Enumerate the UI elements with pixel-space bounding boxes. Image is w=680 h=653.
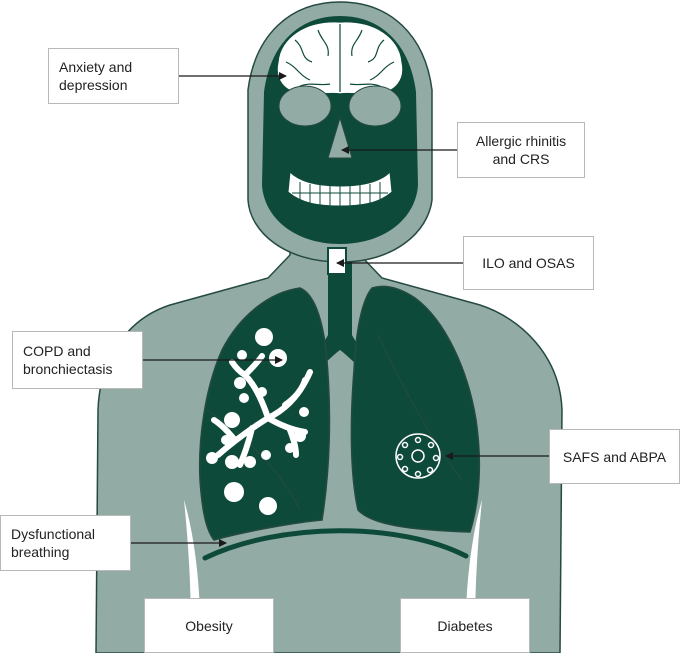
right-lung	[350, 285, 481, 533]
airway-cysts	[206, 328, 309, 515]
diaphragm	[202, 528, 469, 561]
diabetes-label: Diabetes	[400, 598, 530, 653]
brain-folds	[285, 24, 395, 92]
pointer-arrows	[131, 72, 549, 547]
copd-bronchiectasis-label: COPD and bronchiectasis	[12, 331, 143, 389]
teeth-lines	[292, 182, 388, 206]
safs-abpa-label: SAFS and ABPA	[549, 429, 680, 484]
anxiety-depression-label: Anxiety and depression	[48, 48, 179, 104]
left-lung-fissure	[205, 409, 301, 511]
allergic-rhinitis-label: Allergic rhinitis and CRS	[457, 122, 585, 178]
ilo-osas-label: ILO and OSAS	[463, 236, 594, 290]
left-eye-socket	[278, 85, 332, 127]
right-lung-fissure	[377, 334, 463, 481]
fungal-colony-icon	[395, 433, 441, 479]
dysfunctional-breathing-label: Dysfunctional breathing	[0, 515, 131, 571]
obesity-label: Obesity	[144, 598, 274, 653]
larynx-marker	[327, 247, 347, 275]
right-eye-socket	[348, 85, 402, 127]
